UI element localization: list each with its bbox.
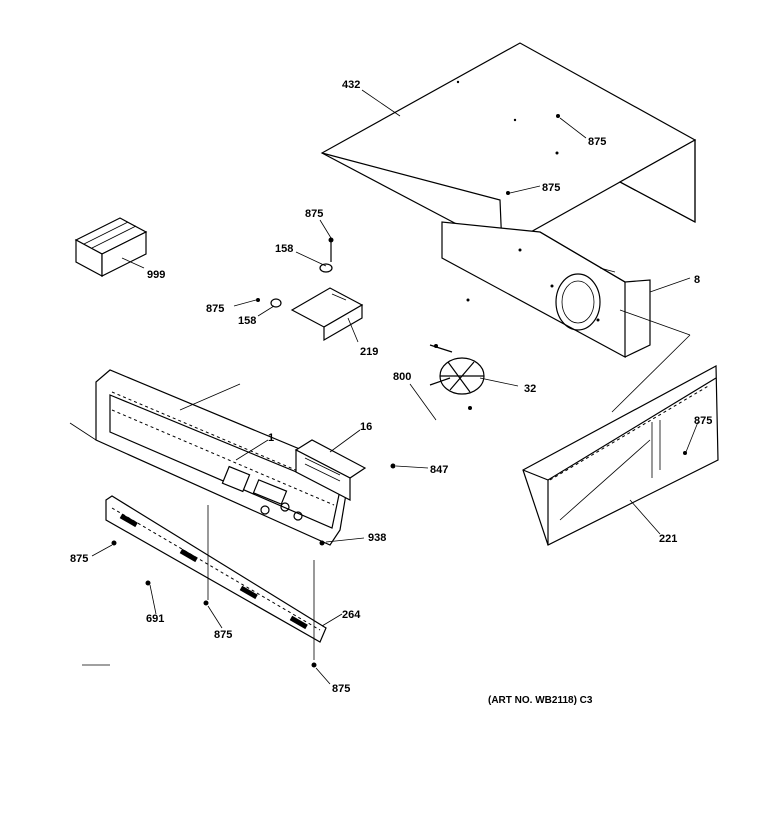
bracket-panel-221 [522,365,719,546]
label-8: 8 [694,274,700,286]
lower-trim-264 [105,495,327,668]
switch-bracket-219 [256,237,364,342]
label-938: 938 [368,532,386,544]
label-158: 158 [275,243,293,255]
label-800: 800 [393,371,411,383]
package-box-999 [74,217,148,278]
label-875: 875 [694,415,712,427]
label-875: 875 [332,683,350,695]
label-16: 16 [360,421,372,433]
guide-line [619,309,691,336]
control-board-16 [294,439,396,501]
label-1: 1 [268,432,274,444]
label-875: 875 [588,136,606,148]
label-999: 999 [147,269,165,281]
label-691: 691 [146,613,164,625]
label-847: 847 [430,464,448,476]
label-875: 875 [542,182,560,194]
label-875: 875 [214,629,232,641]
top-cover-432 [320,42,697,249]
label-875: 875 [305,208,323,220]
label-432: 432 [342,79,360,91]
label-221: 221 [659,533,677,545]
art-number: (ART NO. WB2118) C3 [488,695,593,706]
control-panel-frame-1 [69,369,351,546]
label-875: 875 [70,553,88,565]
rear-panel-8 [441,221,651,359]
label-32: 32 [524,383,536,395]
label-875: 875 [206,303,224,315]
label-264: 264 [342,609,361,621]
leader-lines [91,89,699,685]
label-219: 219 [360,346,378,358]
fan-assembly-32 [429,344,485,410]
guide-line [611,334,691,413]
label-158: 158 [238,315,256,327]
